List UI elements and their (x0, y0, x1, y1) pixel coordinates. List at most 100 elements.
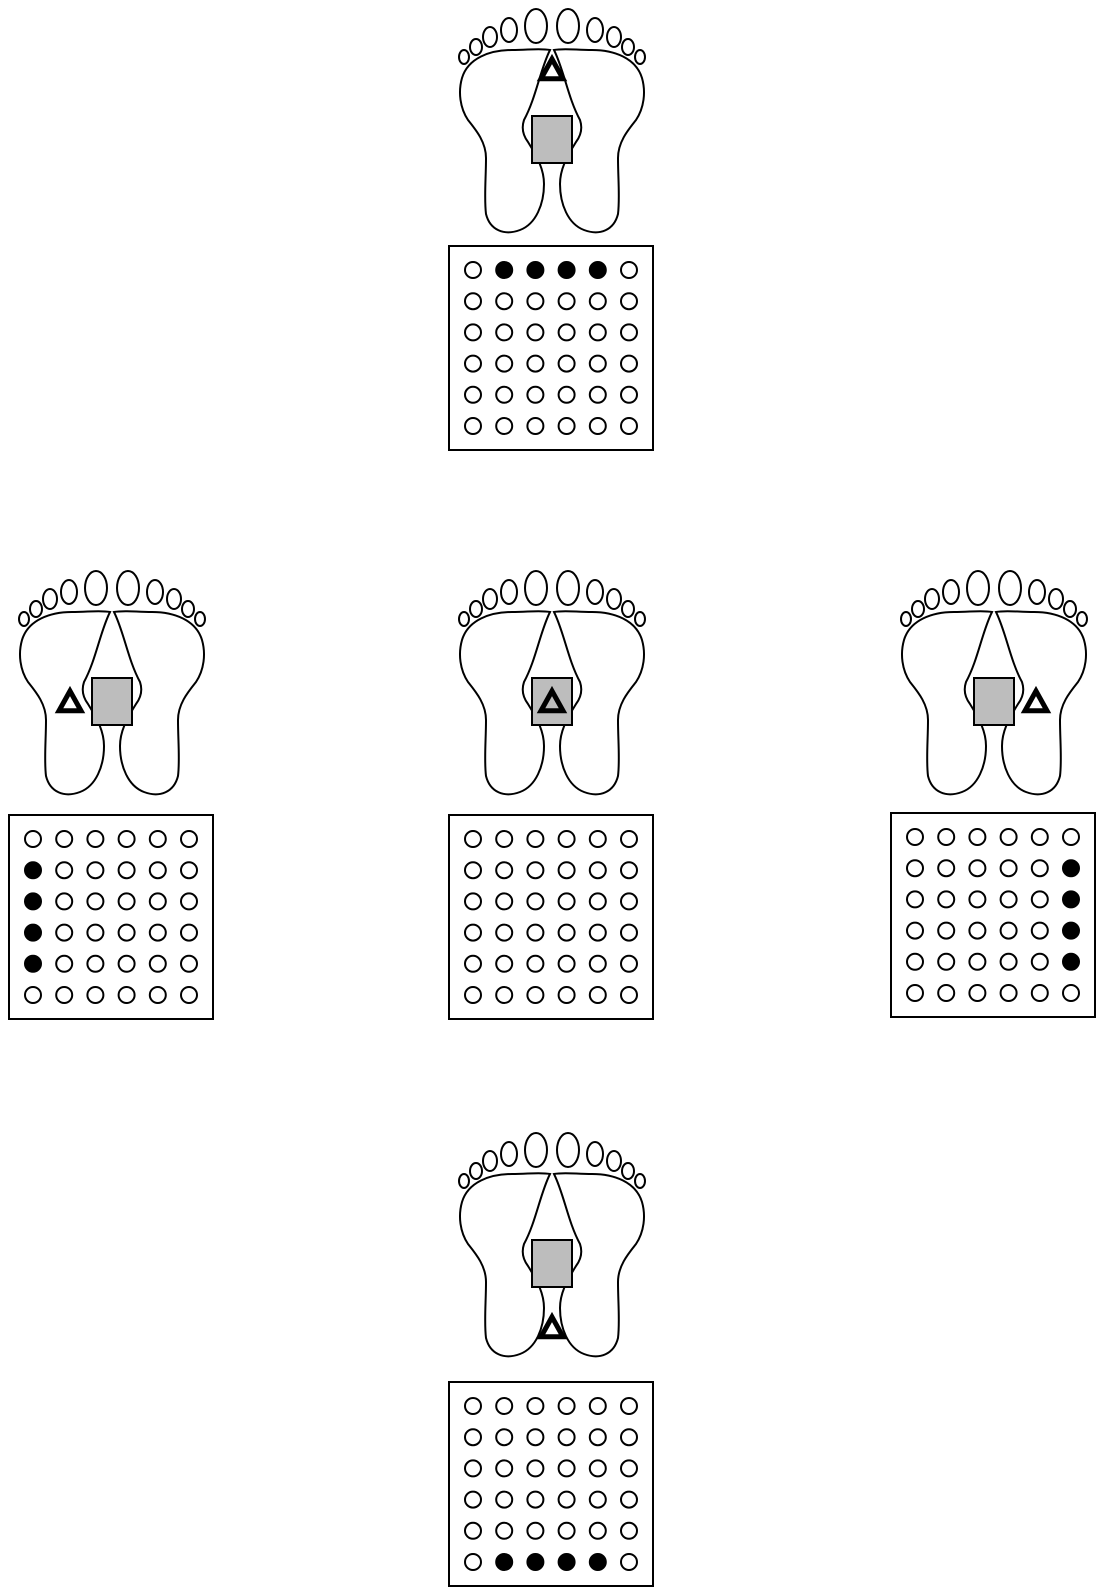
dot-inactive (150, 987, 166, 1003)
dot-inactive (1001, 891, 1017, 907)
dot-active (25, 956, 41, 972)
dot-inactive (1001, 860, 1017, 876)
dot-matrix-frame (891, 813, 1095, 1017)
dot-inactive (496, 956, 512, 972)
dot-inactive (1063, 985, 1079, 1001)
dot-inactive (559, 987, 575, 1003)
left-toe-2 (61, 580, 77, 604)
dot-inactive (969, 923, 985, 939)
left-toe-5 (19, 612, 29, 626)
dot-inactive (150, 925, 166, 941)
dot-inactive (56, 893, 72, 909)
panel-left (9, 571, 213, 1019)
dot-inactive (465, 893, 481, 909)
sensor-square (532, 116, 572, 163)
dot-inactive (119, 925, 135, 941)
dot-active (496, 262, 512, 278)
dot-inactive (496, 1398, 512, 1414)
dot-inactive (969, 985, 985, 1001)
dot-inactive (87, 925, 103, 941)
left-toe-4 (470, 1163, 482, 1179)
dot-inactive (559, 1523, 575, 1539)
dot-inactive (496, 1492, 512, 1508)
right-toe-3 (1049, 589, 1063, 609)
dot-inactive (119, 956, 135, 972)
dot-inactive (590, 324, 606, 340)
dot-inactive (559, 1460, 575, 1476)
dot-inactive (621, 925, 637, 941)
dot-inactive (621, 1492, 637, 1508)
right-toe-5 (195, 612, 205, 626)
dot-inactive (907, 829, 923, 845)
dot-inactive (465, 862, 481, 878)
dot-inactive (527, 356, 543, 372)
dot-inactive (621, 831, 637, 847)
dot-inactive (465, 418, 481, 434)
dot-active (527, 262, 543, 278)
left-toe-5 (459, 1174, 469, 1188)
dot-inactive (465, 356, 481, 372)
dot-inactive (1032, 891, 1048, 907)
dot-inactive (559, 1398, 575, 1414)
dot-inactive (465, 293, 481, 309)
feet-icon (459, 1133, 645, 1356)
dot-inactive (907, 891, 923, 907)
dot-inactive (590, 987, 606, 1003)
dot-inactive (87, 831, 103, 847)
dot-inactive (181, 831, 197, 847)
dot-inactive (621, 1554, 637, 1570)
dot-inactive (621, 293, 637, 309)
panel-backward (449, 1133, 653, 1586)
dot-active (25, 862, 41, 878)
left-toe-1 (525, 9, 547, 43)
dot-inactive (907, 923, 923, 939)
dot-inactive (559, 387, 575, 403)
dot-inactive (496, 831, 512, 847)
left-toe-4 (912, 601, 924, 617)
dot-inactive (87, 987, 103, 1003)
dot-active (590, 262, 606, 278)
dot-inactive (1001, 923, 1017, 939)
dot-inactive (181, 862, 197, 878)
dot-inactive (181, 925, 197, 941)
dot-active (1063, 923, 1079, 939)
dot-inactive (465, 324, 481, 340)
dot-inactive (56, 862, 72, 878)
right-toe-4 (1064, 601, 1076, 617)
dot-inactive (621, 418, 637, 434)
dot-inactive (56, 831, 72, 847)
dot-active (1063, 954, 1079, 970)
dot-inactive (150, 893, 166, 909)
dot-inactive (1032, 985, 1048, 1001)
left-toe-4 (470, 39, 482, 55)
dot-inactive (1001, 829, 1017, 845)
right-toe-4 (182, 601, 194, 617)
dot-inactive (527, 293, 543, 309)
right-toe-1 (557, 571, 579, 605)
dot-inactive (527, 925, 543, 941)
dot-inactive (465, 925, 481, 941)
dot-inactive (87, 893, 103, 909)
dot-inactive (496, 893, 512, 909)
dot-active (1063, 891, 1079, 907)
dot-inactive (1001, 985, 1017, 1001)
dot-matrix (449, 246, 653, 450)
left-toe-5 (459, 50, 469, 64)
dot-inactive (527, 324, 543, 340)
dot-inactive (559, 862, 575, 878)
left-toe-5 (901, 612, 911, 626)
left-toe-2 (501, 580, 517, 604)
feet-icon (459, 9, 645, 232)
dot-inactive (590, 1429, 606, 1445)
dot-inactive (907, 954, 923, 970)
dot-inactive (150, 862, 166, 878)
dot-inactive (907, 860, 923, 876)
dot-inactive (119, 893, 135, 909)
dot-inactive (465, 262, 481, 278)
dot-inactive (527, 418, 543, 434)
dot-inactive (590, 956, 606, 972)
dot-inactive (559, 324, 575, 340)
dot-inactive (938, 829, 954, 845)
dot-inactive (25, 831, 41, 847)
